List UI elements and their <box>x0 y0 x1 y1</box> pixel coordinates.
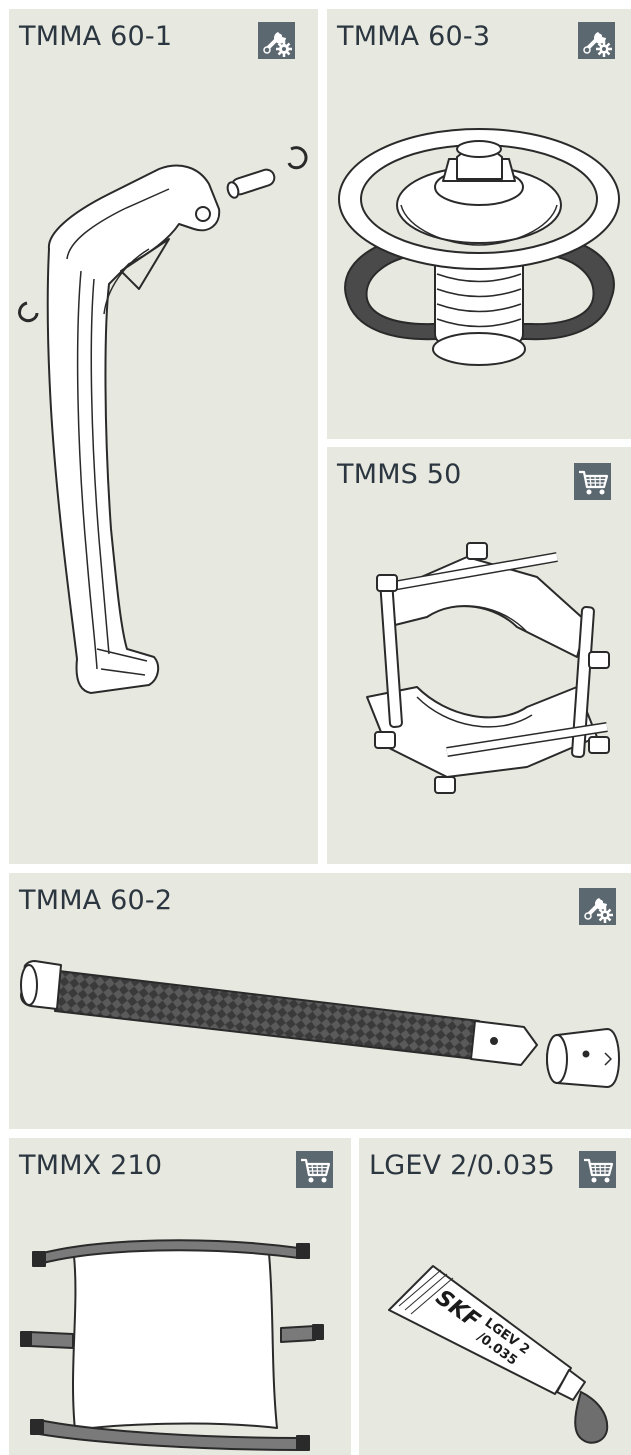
shopping-cart-icon <box>301 1158 331 1183</box>
cart-badge-button[interactable] <box>296 1151 333 1188</box>
panel-tmma-60-3: TMMA 60-3 <box>327 9 631 439</box>
grease-tube-illustration: SKF LGEV 2 /0.035 <box>388 1265 609 1444</box>
handwheel-illustration <box>338 128 620 366</box>
shopping-cart-icon <box>584 1158 614 1183</box>
bearing-separator-illustration <box>366 542 610 794</box>
tools-wrench-gear-icon <box>584 898 613 923</box>
panel-tmma-60-1: TMMA 60-1 <box>9 9 318 864</box>
tools-wrench-gear-icon <box>263 32 292 57</box>
panel-tmmx-210: TMMX 210 <box>9 1138 351 1455</box>
panel-title: TMMA 60-2 <box>19 885 173 916</box>
tools-wrench-gear-icon <box>583 32 612 57</box>
panel-title: TMMS 50 <box>337 459 462 490</box>
panel-title: LGEV 2/0.035 <box>369 1150 556 1181</box>
tools-badge-button[interactable] <box>258 22 295 59</box>
panel-tmms-50: TMMS 50 <box>327 447 631 864</box>
panel-tmma-60-2: TMMA 60-2 <box>9 873 631 1129</box>
panel-title: TMMA 60-1 <box>19 21 173 52</box>
tools-badge-button[interactable] <box>578 22 615 59</box>
tools-badge-button[interactable] <box>579 888 616 925</box>
spindle-extension-illustration <box>20 960 620 1088</box>
panel-lgev-2: LGEV 2/0.035 <box>359 1138 631 1455</box>
cart-badge-button[interactable] <box>574 463 611 500</box>
panel-title: TMMA 60-3 <box>337 21 491 52</box>
panel-title: TMMX 210 <box>19 1150 163 1181</box>
puller-arm-illustration <box>18 146 308 694</box>
shopping-cart-icon <box>579 470 609 495</box>
cart-badge-button[interactable] <box>579 1151 616 1188</box>
safety-net-illustration <box>20 1239 324 1451</box>
